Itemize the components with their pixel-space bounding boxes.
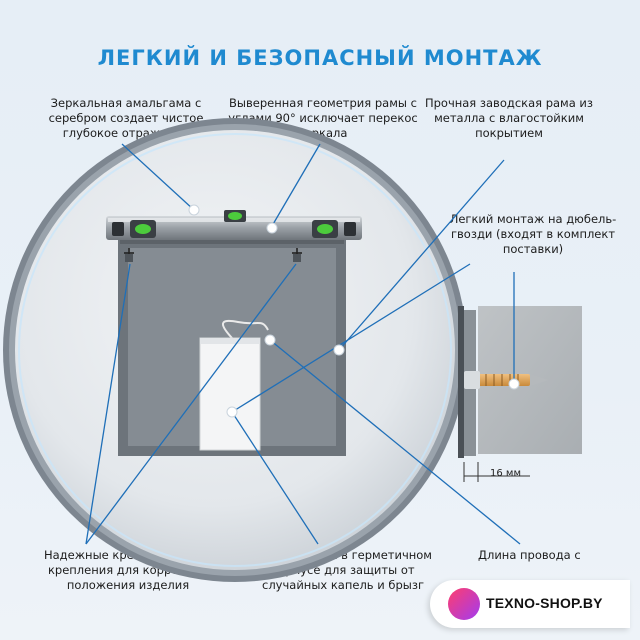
callout-wire: Длина провода с [478,548,581,562]
power-supply [199,319,269,451]
bracket-left [125,254,133,262]
store-logo-text: TEXNO-SHOP.BY [486,595,603,611]
callout-dots [188,204,520,418]
store-logo[interactable]: TEXNO-SHOP.BY [430,580,630,628]
dimension-label: 16 мм [490,468,521,479]
callout-amalgam: Зеркальная амальгама с серебром создает … [48,96,204,140]
callout-frame: Прочная заводская рама из металла с влаг… [424,96,594,140]
wall-inset [458,306,582,482]
spirit-level [106,210,362,240]
cart-icon [448,588,480,620]
callout-mounting: Легкий монтаж на дюбель-гвозди (входят в… [449,212,617,256]
page-title: ЛЕГКИЙ И БЕЗОПАСНЫЙ МОНТАЖ [97,46,543,70]
leader-lines [85,143,521,545]
bracket-right [293,254,301,262]
